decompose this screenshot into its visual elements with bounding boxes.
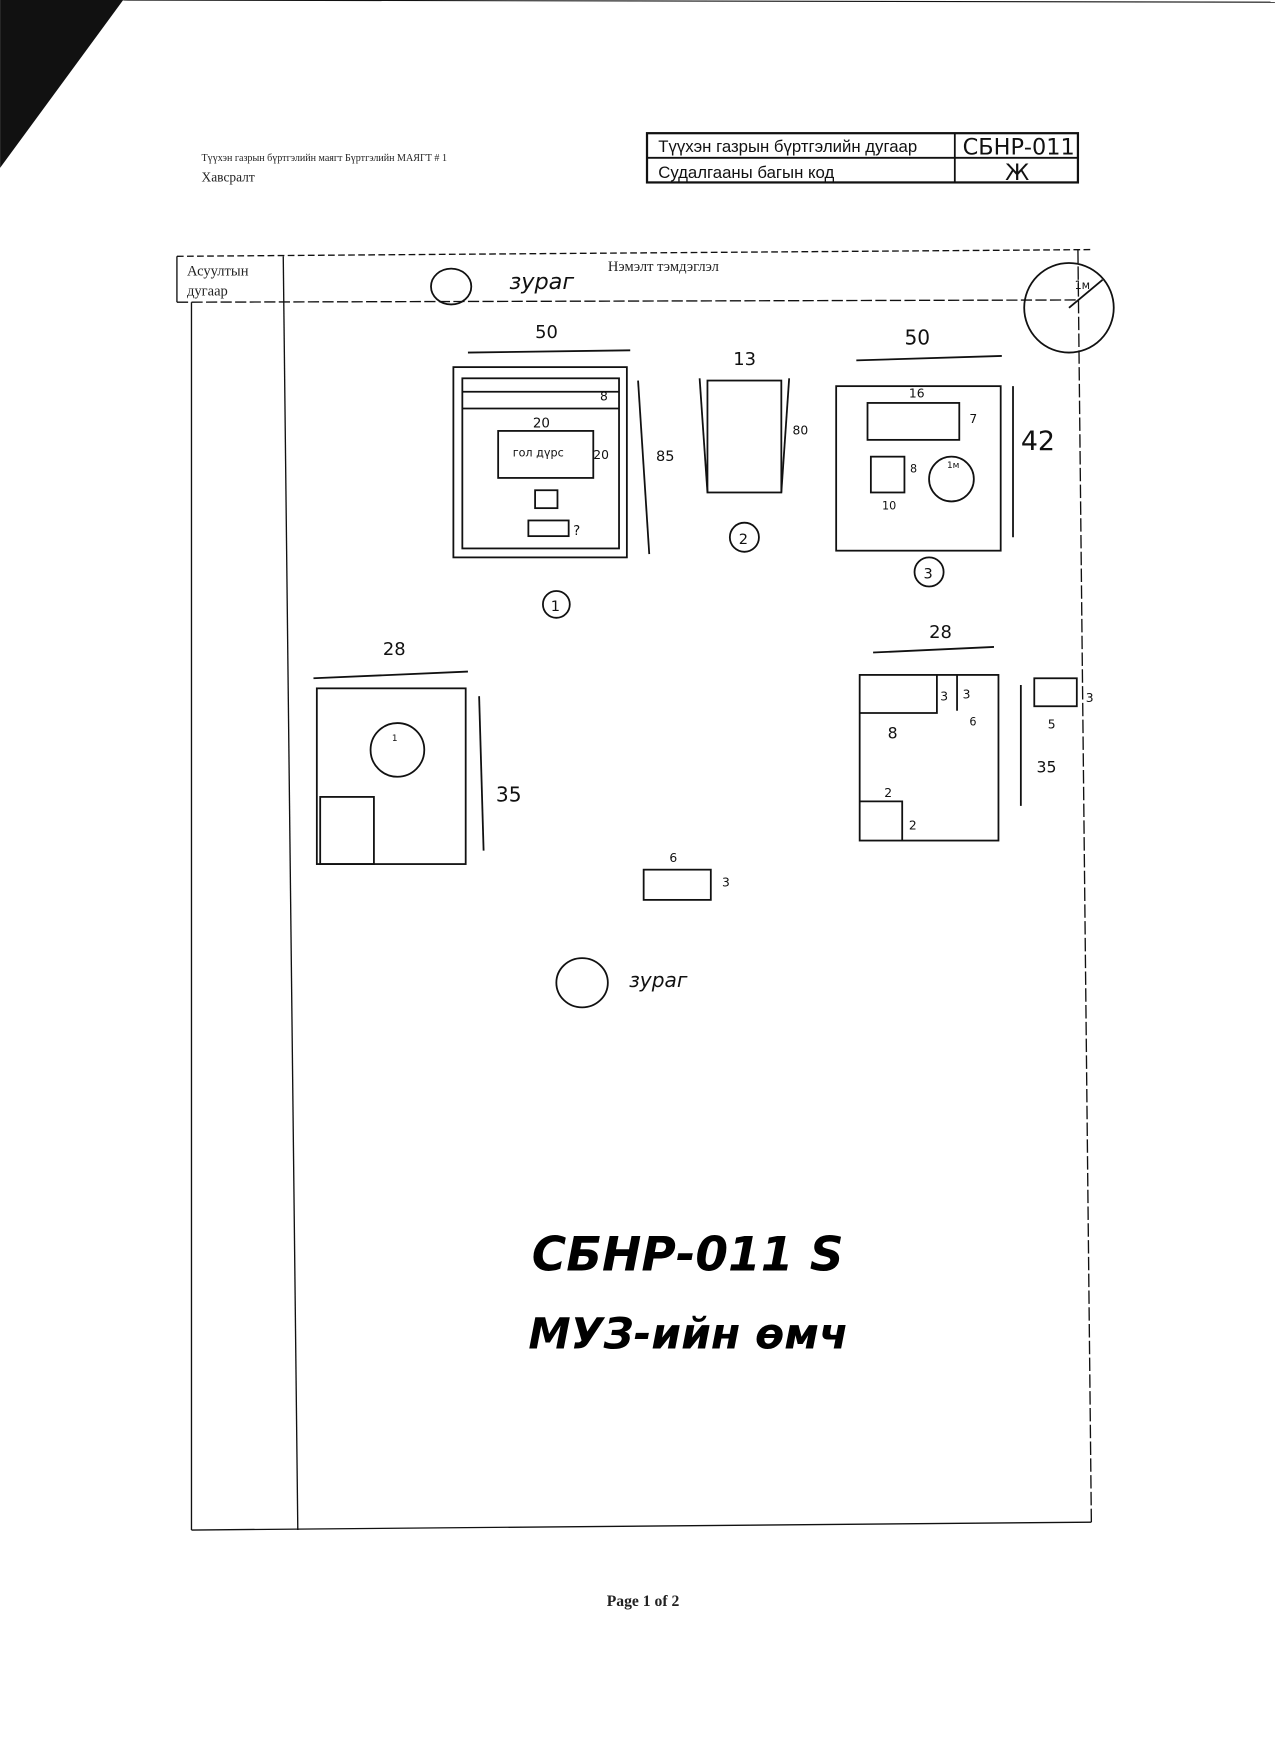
sketch-figure-1: 50 8 20 гол дүрс 20 ? 85 1 — [452, 322, 675, 619]
id-table: Түүхэн газрын бүртгэлийн дугаар СБНР-011… — [645, 132, 1080, 186]
sketch-figure-5: 28 3 3 6 8 2 2 5 3 35 — [858, 622, 1094, 842]
fig1-inner-label: гол дүрс — [513, 447, 564, 460]
team-code-value: Ж — [1005, 160, 1029, 186]
sketch-figure-2: 13 80 2 — [698, 349, 809, 553]
symbol-circle-bottom — [555, 957, 609, 1009]
fig1-band: 8 — [600, 390, 608, 404]
top-note: зураг — [509, 269, 574, 295]
fig3-rect-width: 16 — [909, 386, 925, 400]
question-number-header-1: Асуултын — [187, 263, 249, 279]
fig5-dim-e: 2 — [884, 786, 892, 800]
fig5-dim-b: 3 — [963, 687, 971, 701]
attachment-label: Хавсралт — [202, 169, 255, 184]
fig3-width: 50 — [904, 326, 930, 350]
symbol-circle — [430, 267, 473, 306]
fig3-rect-height: 7 — [969, 412, 977, 426]
fig3-square-width: 10 — [882, 499, 896, 512]
corner-circle-label: 1м — [1075, 279, 1091, 292]
fig5-dim-d: 8 — [888, 724, 898, 743]
bottom-note: зураг — [629, 968, 688, 992]
fig1-question: ? — [573, 524, 580, 539]
notes-header: Нэмэлт тэмдэглэл — [608, 259, 719, 275]
fig5-dim-a: 3 — [940, 690, 948, 704]
fig3-circle-label: 1м — [947, 461, 959, 471]
main-table: Асуултын дугаар Нэмэлт тэмдэглэл — [176, 248, 1093, 1531]
stamp-line-1: СБНР-011 S — [532, 1227, 844, 1282]
fig5-dim-f: 2 — [909, 818, 917, 832]
fig3-number: 3 — [923, 566, 932, 583]
scan-corner-artifact — [0, 0, 124, 168]
sketch-figure-4: 28 1 35 — [313, 639, 522, 865]
small-rect-width: 6 — [669, 851, 677, 865]
fig1-inner-height: 20 — [593, 448, 609, 462]
fig5-width: 28 — [929, 622, 952, 643]
question-number-header-2: дугаар — [187, 283, 228, 299]
registry-number-value: СБНР-011 — [963, 134, 1075, 160]
fig2-height: 80 — [793, 423, 809, 437]
fig1-width: 50 — [535, 322, 558, 343]
page-number: Page 1 of 2 — [607, 1593, 680, 1610]
fig5-height: 35 — [1037, 757, 1057, 776]
fig2-number: 2 — [739, 531, 748, 548]
fig3-height: 42 — [1021, 426, 1055, 457]
fig5-side-height: 3 — [1086, 691, 1094, 705]
fig4-height: 35 — [496, 782, 522, 806]
corner-circle — [1023, 262, 1115, 354]
stamp-line-2: МУЗ-ийн өмч — [528, 1311, 848, 1360]
registry-number-label: Түүхэн газрын бүртгэлийн дугаар — [658, 137, 917, 156]
form-title: Түүхэн газрын бүртгэлийн маягт Бүртгэлий… — [202, 153, 447, 164]
fig5-side-width: 5 — [1048, 718, 1056, 732]
team-code-label: Судалгааны багын код — [658, 163, 834, 182]
fig3-square-height: 8 — [910, 462, 917, 475]
fig2-width: 13 — [733, 349, 756, 370]
fig5-dim-c: 6 — [969, 715, 976, 728]
fig1-inner-width: 20 — [533, 417, 550, 432]
fig1-height: 85 — [656, 448, 675, 465]
fig1-number: 1 — [551, 598, 560, 615]
sketch-figure-3: 50 16 7 8 10 1м 42 3 — [835, 326, 1055, 588]
fig4-width: 28 — [383, 639, 406, 660]
fig4-circle-label: 1 — [392, 734, 398, 744]
small-rect-height: 3 — [722, 875, 730, 889]
sketch-small-rect: 6 3 — [642, 851, 730, 901]
